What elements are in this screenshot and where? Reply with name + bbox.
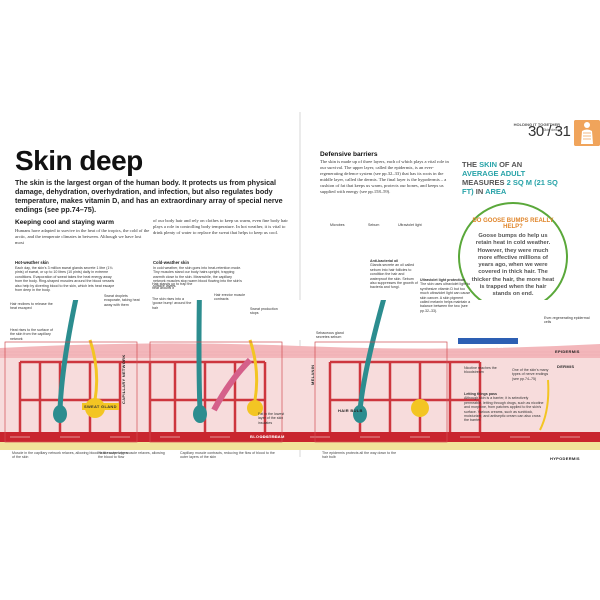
barrier-bottom-caption: The epidermis protects all the way down … xyxy=(322,451,397,460)
cold-weather-text: In cold weather, the skin goes into heat… xyxy=(153,266,242,288)
uv-title: Ultraviolet light protection xyxy=(420,278,465,282)
bloodstream-label: BLOODSTREAM xyxy=(250,434,285,439)
hot-weather-text: Each day, the skin's 3 million sweat gla… xyxy=(15,266,115,293)
keeping-cool-col1: Humans have adapted to survive in the he… xyxy=(15,228,150,245)
fat-label: Fat in the lowest layer of the skin insu… xyxy=(258,412,285,425)
nicotine-enters-label: Nicotine reaches the bloodstream xyxy=(464,366,497,375)
hair-up-label: Hair stands up to trap the heat around i… xyxy=(152,282,193,291)
section-subtitle: Skin deep xyxy=(542,127,560,132)
dermis-label: DERMIS xyxy=(557,364,575,369)
melanin-label: MELANIN xyxy=(310,364,315,385)
uv-callout: Ultraviolet light protection The skin us… xyxy=(420,278,472,313)
page-numbers: 30 / 31 xyxy=(528,123,571,140)
stat-post: IN xyxy=(473,187,486,196)
skin-cross-section-diagram xyxy=(0,300,600,450)
defensive-heading: Defensive barriers xyxy=(320,151,378,158)
uv-label: Ultraviolet light xyxy=(398,223,422,227)
running-header: HOLDING IT TOGETHER Skin deep xyxy=(440,122,560,132)
sweat-drops-label: Sweat droplets evaporate, taking heat aw… xyxy=(104,294,140,307)
hot-weather-title: Hot-weather skin xyxy=(15,260,49,265)
antibacterial-title: Anti-bacterial oil xyxy=(370,259,399,263)
stat-pre: THE xyxy=(462,160,480,169)
microbes-label: Microbes xyxy=(330,223,345,227)
spread-fold xyxy=(299,112,301,457)
antibacterial-callout: Anti-bacterial oil Glands secrete an oil… xyxy=(370,259,418,290)
capillary-network-label: CAPILLARY NETWORK xyxy=(121,354,126,404)
hot-bottom-caption: Muscle in the capillary network relaxes,… xyxy=(12,451,129,460)
cold-bottom-left-caption: Heat escapes by muscle relaxes, allowing… xyxy=(98,451,165,460)
stat-average: AVERAGE ADULT xyxy=(462,169,526,178)
human-body-icon xyxy=(574,120,600,146)
skin-area-fact: THE SKIN OF AN AVERAGE ADULT MEASURES 2 … xyxy=(462,160,558,196)
goose-bump-label: The skin rises into a 'goose bump' aroun… xyxy=(152,297,192,310)
antibacterial-text: Glands secrete an oil called sebum into … xyxy=(370,263,418,290)
hypodermis-label: HYPODERMIS xyxy=(550,456,580,461)
keeping-cool-heading: Keeping cool and staying warm xyxy=(15,219,114,226)
epidermis-label: EPIDERMIS xyxy=(555,349,580,354)
goose-answer: Goose bumps do help us retain heat in co… xyxy=(471,233,555,298)
stat-skin: SKIN xyxy=(479,160,498,169)
muscle-label: Hair erector muscle contracts xyxy=(214,293,246,302)
goose-question: DO GOOSE BUMPS REALLY HELP? xyxy=(472,218,554,230)
goose-bumps-callout: DO GOOSE BUMPS REALLY HELP? Goose bumps … xyxy=(458,202,568,312)
stat-size: 2 SQ M (21 SQ FT) xyxy=(462,178,558,196)
page-title: Skin deep xyxy=(15,145,143,176)
letting-text: Although skin is a barrier, it is select… xyxy=(464,396,544,423)
uv-text: The skin uses ultraviolet light to synth… xyxy=(420,282,471,313)
stat-mid: OF AN xyxy=(497,160,523,169)
section-title: HOLDING IT TOGETHER xyxy=(513,122,560,127)
hair-bulb-label: HAIR BULB xyxy=(338,408,363,413)
heat-surface-label: Heat rises to the surface of the skin fr… xyxy=(10,328,53,341)
sweat-gland-label: SWEAT GLAND xyxy=(82,403,119,410)
sweat-stops-label: Sweat production stops xyxy=(250,307,278,316)
regen-label: Ever-regenerating epidermal cells xyxy=(544,316,590,325)
sebum-label: Sebum xyxy=(368,223,380,227)
stat-area: AREA xyxy=(485,187,507,196)
keeping-cool-col2: of our body hair and rely on clothes to … xyxy=(153,218,288,235)
defensive-text: The skin is made up of three layers, eac… xyxy=(320,159,449,194)
nerve-label: One of the skin's many types of nerve en… xyxy=(512,368,549,381)
nicotine-patch-label: NICOTINE PATCH xyxy=(466,344,504,349)
cold-bottom-right-caption: Capillary muscle contracts, reducing the… xyxy=(180,451,275,460)
letting-callout: Letting things pass Although skin is a b… xyxy=(464,392,544,423)
intro-text: The skin is the largest organ of the hum… xyxy=(15,178,283,214)
sebaceous-label: Sebaceous gland secretes sebum xyxy=(316,331,344,340)
letting-title: Letting things pass xyxy=(464,392,497,396)
stat-measures: MEASURES xyxy=(462,178,507,187)
cold-weather-title: Cold-weather skin xyxy=(153,260,190,265)
hair-flat-label: Hair reclines to release the heat escape… xyxy=(10,302,53,311)
